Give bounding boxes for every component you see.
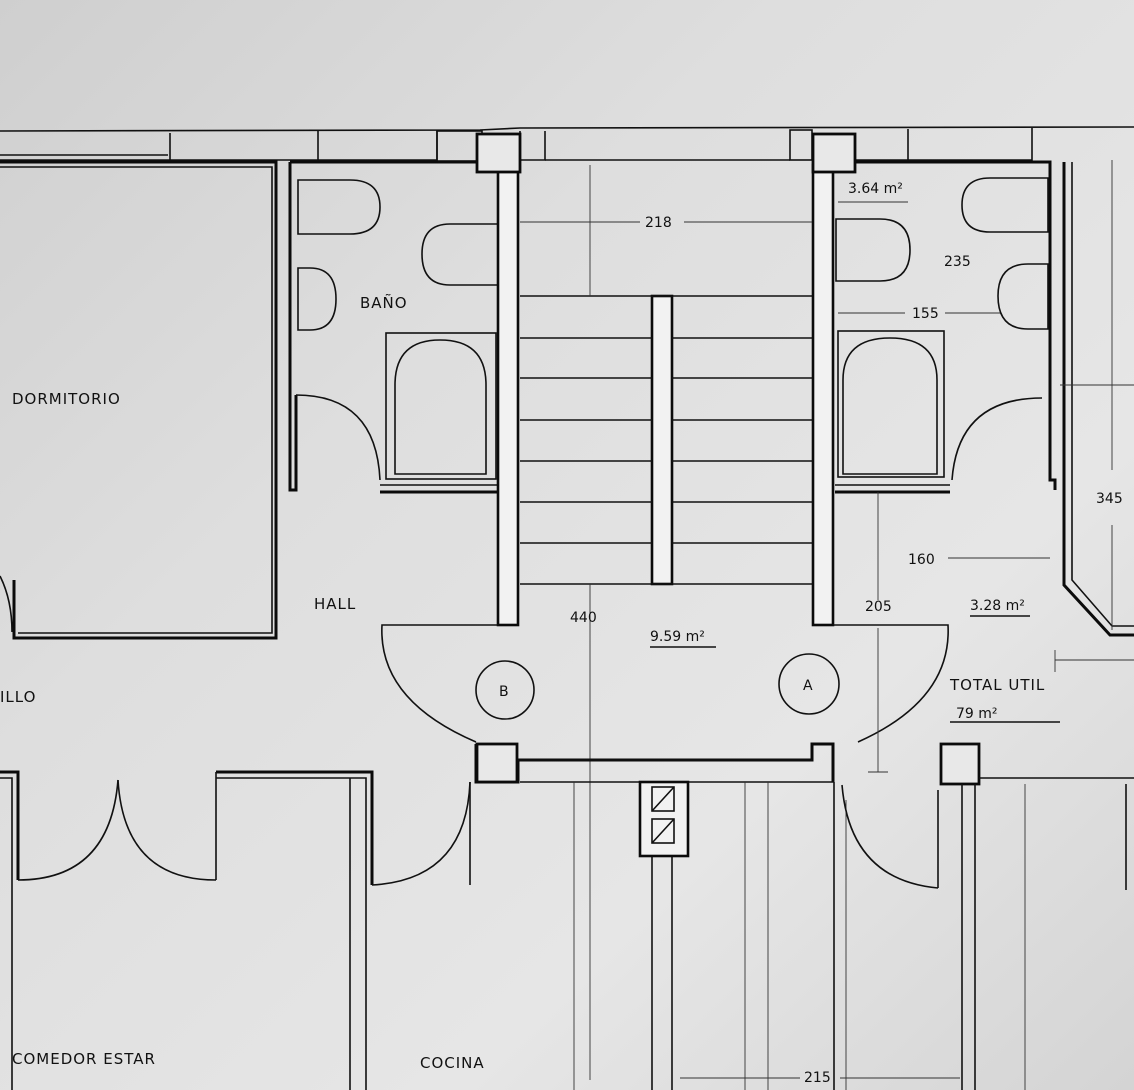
- facade-wall: [0, 126, 1134, 162]
- dormitorio-walls: [0, 160, 278, 640]
- landing: [381, 624, 949, 784]
- dim-hall-width: 160: [908, 552, 935, 568]
- right-bathroom: [835, 160, 1057, 600]
- room-label-comedor-estar: COMEDOR ESTAR: [12, 1050, 156, 1068]
- dim-hall-depth: 205: [865, 599, 892, 615]
- dim-bath-depth: 235: [944, 254, 971, 270]
- area-hall-right: 3.28 m²: [970, 598, 1025, 614]
- stair-core: [475, 132, 857, 1080]
- stair-treads: [520, 295, 812, 585]
- room-label-hall: HALL: [314, 595, 356, 613]
- dim-landing-depth: 440: [570, 610, 597, 626]
- right-closet: [1054, 160, 1134, 672]
- area-landing: 9.59 m²: [650, 629, 705, 645]
- dim-stair-width: 218: [645, 215, 672, 231]
- room-label-cocina: COCINA: [420, 1054, 485, 1072]
- door-a-marker: [778, 653, 840, 715]
- total-util-label: TOTAL UTIL: [949, 676, 1045, 694]
- door-b-label: B: [499, 684, 509, 700]
- total-util-value: 79 m²: [956, 706, 998, 722]
- dim-kitchen-width: 215: [804, 1070, 831, 1086]
- left-bathroom: [288, 160, 499, 494]
- lower-walls: [0, 742, 1134, 1090]
- room-label-bano: BAÑO: [360, 293, 408, 312]
- door-a-label: A: [803, 678, 813, 694]
- room-label-pasillo: ILLO: [0, 688, 36, 706]
- door-b-marker: [475, 660, 535, 720]
- area-bath-right: 3.64 m²: [848, 181, 903, 197]
- dim-bath-inner: 155: [912, 306, 939, 322]
- dim-corridor: 345: [1096, 491, 1123, 507]
- room-label-dormitorio: DORMITORIO: [12, 390, 121, 408]
